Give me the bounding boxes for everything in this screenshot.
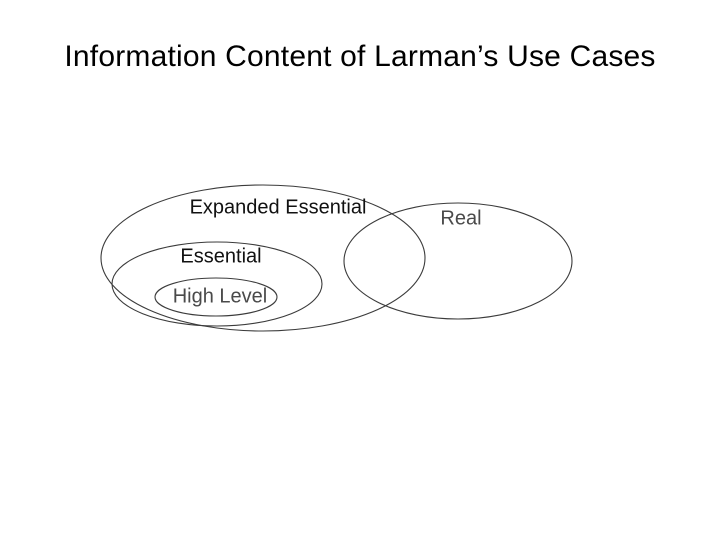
label-essential: Essential xyxy=(180,245,261,267)
ellipse-expanded-essential[interactable] xyxy=(100,184,426,332)
page-title: Information Content of Larman’s Use Case… xyxy=(64,40,656,73)
ellipse-real[interactable] xyxy=(343,202,573,320)
ellipse-essential[interactable] xyxy=(111,241,323,327)
label-expanded-essential: Expanded Essential xyxy=(190,196,367,218)
label-real: Real xyxy=(440,207,481,229)
ellipse-high-level[interactable] xyxy=(154,277,278,317)
label-high-level: High Level xyxy=(173,285,268,307)
